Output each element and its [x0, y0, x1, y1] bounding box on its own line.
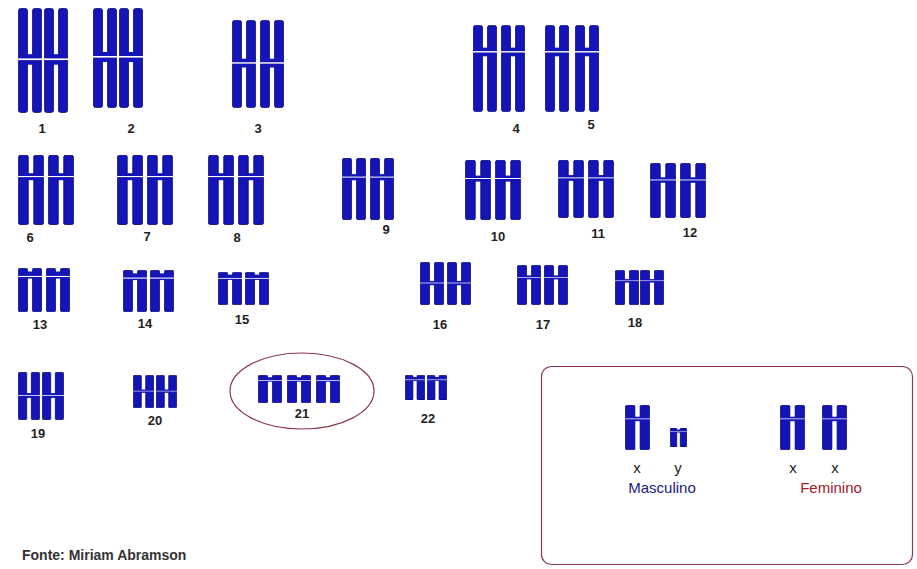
chromosome	[133, 375, 154, 408]
chromosome	[517, 265, 541, 305]
chromosome	[650, 163, 676, 217]
chromosome	[208, 155, 234, 224]
chromosome-number: 10	[491, 230, 505, 243]
source-credit: Fonte: Miriam Abramson	[22, 548, 186, 562]
chromosome	[473, 25, 497, 111]
chromosome	[42, 372, 64, 420]
chromosome-number: 3	[254, 122, 261, 135]
chromosome-number: 22	[421, 412, 435, 425]
sex-label: Masculino	[628, 480, 696, 495]
sex-chromosome-box: xyMasculinoxxFeminino	[541, 366, 913, 565]
chromosome	[119, 9, 143, 108]
chromosome	[117, 155, 143, 224]
chromosome	[218, 272, 242, 305]
chromosome-number: 18	[628, 316, 642, 329]
x-chromosome	[822, 405, 847, 450]
chromosome	[680, 163, 706, 217]
chromosome	[370, 158, 394, 219]
chromosome-number: 5	[587, 118, 594, 131]
chromosome	[245, 272, 269, 305]
x-chromosome	[780, 405, 805, 450]
chromosome	[447, 262, 471, 305]
chromosome-number: 4	[512, 122, 519, 135]
chromosome	[238, 155, 264, 224]
chromosome	[342, 158, 366, 219]
chromosome	[615, 270, 639, 305]
chromosome	[18, 155, 44, 224]
chromosome	[427, 375, 447, 400]
chromosome	[316, 375, 340, 403]
chromosome-number: 14	[138, 317, 152, 330]
chromosome	[575, 25, 599, 111]
chromosome	[123, 270, 147, 312]
chromosome-letter: x	[789, 460, 797, 475]
chromosome	[588, 160, 614, 217]
chromosome	[544, 265, 568, 305]
box-outline	[542, 367, 913, 565]
chromosome-number: 1	[38, 122, 45, 135]
chromosome-letter: x	[633, 460, 641, 475]
chromosome-number: 15	[235, 313, 249, 326]
chromosome	[260, 20, 284, 107]
chromosome	[93, 9, 117, 108]
ellipse-outline	[230, 353, 374, 429]
chromosome-number: 8	[233, 231, 240, 244]
chromosome	[501, 25, 525, 111]
chromosome-number: 11	[591, 227, 605, 240]
chromosome	[287, 375, 311, 403]
chromosome-letter: y	[674, 460, 682, 475]
chromosome	[258, 375, 282, 403]
x-chromosome	[625, 405, 650, 450]
chromosome-number: 21	[295, 407, 309, 420]
chromosome	[18, 268, 42, 312]
chromosome	[18, 9, 42, 113]
chromosome-number: 19	[31, 427, 45, 440]
highlight-ellipse: 21	[229, 352, 375, 430]
chromosome	[545, 25, 569, 111]
chromosome-number: 2	[127, 122, 134, 135]
chromosome	[18, 372, 40, 420]
chromosome	[640, 270, 664, 305]
chromosome-number: 16	[433, 318, 447, 331]
chromosome-number: 9	[382, 223, 389, 236]
chromosome-number: 12	[683, 226, 697, 239]
chromosome	[558, 160, 584, 217]
chromosome	[46, 268, 70, 312]
chromosome	[48, 155, 74, 224]
chromosome-letter: x	[831, 460, 839, 475]
chromosome	[405, 375, 425, 400]
chromosome	[495, 160, 521, 219]
chromosome-number: 17	[536, 318, 550, 331]
chromosome	[150, 270, 174, 312]
chromosome	[420, 262, 444, 305]
chromosome	[156, 375, 177, 408]
chromosome-number: 13	[33, 318, 47, 331]
sex-label: Feminino	[800, 480, 862, 495]
sex-chromosome-box-outline	[541, 366, 913, 565]
chromosome	[232, 20, 256, 107]
chromosome	[465, 160, 491, 219]
y-chromosome	[670, 428, 687, 447]
chromosome	[44, 9, 68, 113]
chromosome-number: 6	[26, 231, 33, 244]
chromosome-number: 20	[148, 414, 162, 427]
chromosome	[147, 155, 173, 224]
chromosome-number: 7	[143, 230, 150, 243]
